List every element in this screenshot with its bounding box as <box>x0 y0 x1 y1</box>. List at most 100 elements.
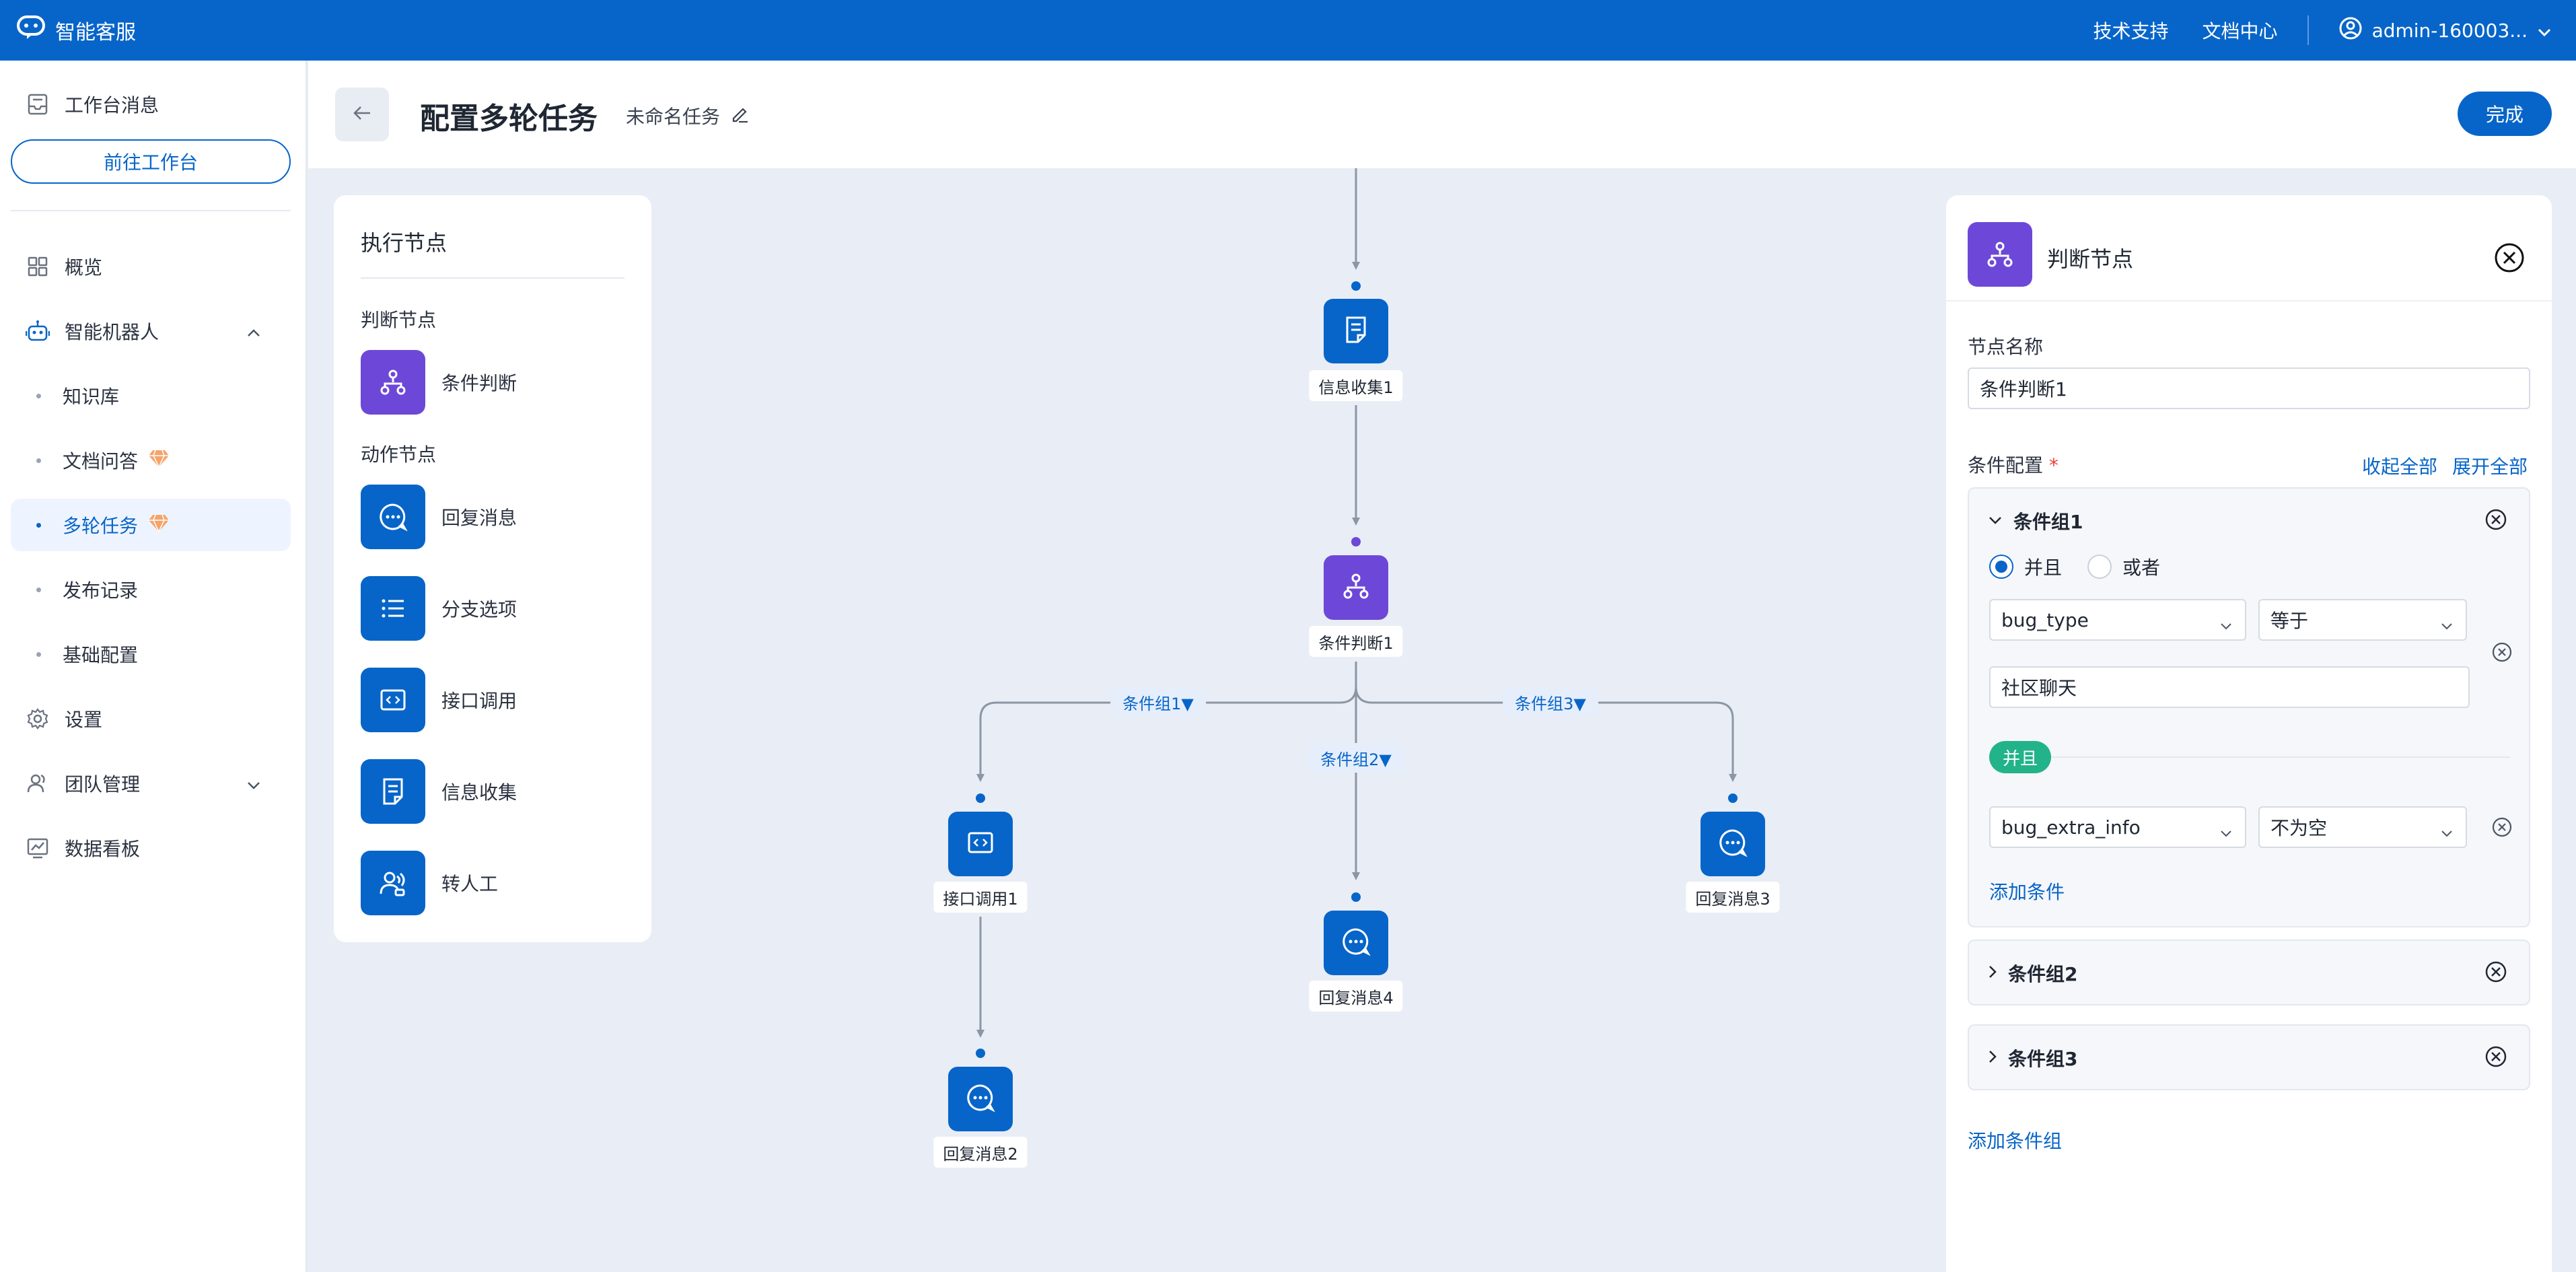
bullet-dot <box>36 587 41 592</box>
remove-group-icon[interactable] <box>2484 960 2507 986</box>
node-port[interactable] <box>1351 892 1361 902</box>
palette-item-info-collect[interactable]: 信息收集 <box>361 759 517 824</box>
chevron-right-icon[interactable] <box>1988 964 1997 982</box>
condition-group-header[interactable]: 条件组2 <box>1969 941 2529 1005</box>
condition-group-1: 条件组1 并且 或者 bug_type 等于 社区聊 <box>1968 487 2530 927</box>
task-name[interactable]: 未命名任务 <box>626 102 750 129</box>
sidebar-item-multi-turn-task[interactable]: 多轮任务 <box>11 499 291 551</box>
edit-icon[interactable] <box>729 104 750 129</box>
docs-center-link[interactable]: 文档中心 <box>2202 20 2278 42</box>
condition-field-select[interactable]: bug_type <box>1989 599 2246 641</box>
edge-label-group3[interactable]: 条件组3▼ <box>1503 687 1598 717</box>
condition-field-select[interactable]: bug_extra_info <box>1989 806 2246 848</box>
branch-tree-icon <box>361 350 425 415</box>
palette-item-api-call[interactable]: 接口调用 <box>361 668 517 732</box>
sidebar-item-doc-qa[interactable]: 文档问答 <box>11 434 291 487</box>
sidebar-item-label: 知识库 <box>63 386 120 408</box>
sidebar-item-settings[interactable]: 设置 <box>11 693 291 745</box>
sidebar-item-release-log[interactable]: 发布记录 <box>11 563 291 616</box>
required-mark: * <box>2048 454 2059 476</box>
palette-item-reply[interactable]: 回复消息 <box>361 485 517 549</box>
sidebar-item-basic-config[interactable]: 基础配置 <box>11 628 291 680</box>
chevron-right-icon[interactable] <box>1988 1049 1997 1067</box>
radio-or[interactable]: 或者 <box>2087 553 2160 580</box>
node-name-input[interactable]: 条件判断1 <box>1968 367 2530 409</box>
node-port[interactable] <box>1728 793 1738 803</box>
remove-group-icon[interactable] <box>2484 508 2507 534</box>
page-title: 配置多轮任务 <box>420 102 598 136</box>
radio-label: 或者 <box>2122 557 2161 579</box>
palette-title: 执行节点 <box>361 230 448 256</box>
node-name-label: 节点名称 <box>1968 336 2044 358</box>
condition-value-input[interactable]: 社区聊天 <box>1989 666 2470 708</box>
condition-group-2[interactable]: 条件组2 <box>1968 940 2530 1005</box>
edge-label-group2[interactable]: 条件组2▼ <box>1308 743 1404 773</box>
sidebar-item-label: 智能机器人 <box>65 321 159 343</box>
radio-circle <box>1989 555 2013 579</box>
bullet-dot <box>36 651 41 657</box>
app-logo[interactable]: 智能客服 <box>16 12 136 48</box>
palette-item-transfer-human[interactable]: 转人工 <box>361 851 498 915</box>
remove-group-icon[interactable] <box>2484 1045 2507 1071</box>
panel-title: 判断节点 <box>2047 246 2134 272</box>
flow-node-api-call[interactable] <box>948 812 1013 876</box>
edge-label-group1[interactable]: 条件组1▼ <box>1110 687 1206 717</box>
sidebar-item-knowledge-base[interactable]: 知识库 <box>11 369 291 422</box>
robot-icon <box>24 318 51 345</box>
flow-node-info-collect[interactable] <box>1324 299 1388 363</box>
goto-workbench-button[interactable]: 前往工作台 <box>11 139 291 184</box>
select-value: 不为空 <box>2270 817 2328 839</box>
remove-condition-icon[interactable] <box>2491 641 2513 666</box>
condition-group-title: 条件组3 <box>2008 1048 2078 1070</box>
palette-item-label: 转人工 <box>441 873 499 895</box>
user-menu[interactable]: admin-160003... <box>2338 16 2552 45</box>
palette-item-condition[interactable]: 条件判断 <box>361 350 517 415</box>
sidebar-item-dashboard[interactable]: 数据看板 <box>11 822 291 874</box>
sidebar-item-smart-robot[interactable]: 智能机器人 <box>11 305 291 357</box>
chevron-down-icon[interactable] <box>1988 515 2003 528</box>
sidebar-item-overview[interactable]: 概览 <box>11 240 291 293</box>
chevron-down-icon <box>2219 614 2233 636</box>
remove-condition-icon[interactable] <box>2491 816 2513 841</box>
bullet-dot <box>36 458 41 463</box>
judge-section-title: 判断节点 <box>361 309 437 331</box>
condition-group-3[interactable]: 条件组3 <box>1968 1024 2530 1090</box>
condition-operator-select[interactable]: 不为空 <box>2258 806 2467 848</box>
node-port[interactable] <box>976 1049 985 1058</box>
sidebar-item-team-management[interactable]: 团队管理 <box>11 757 291 810</box>
condition-config-text: 条件配置 <box>1968 454 2044 476</box>
condition-operator-select[interactable]: 等于 <box>2258 599 2467 641</box>
palette-item-branch-options[interactable]: 分支选项 <box>361 576 517 641</box>
condition-group-header[interactable]: 条件组3 <box>1969 1026 2529 1090</box>
back-button[interactable] <box>335 87 389 141</box>
expand-all-link[interactable]: 展开全部 <box>2452 456 2528 478</box>
flow-node-condition[interactable] <box>1324 555 1388 620</box>
sidebar-item-workbench-msg[interactable]: 工作台消息 <box>11 78 291 131</box>
tech-support-link[interactable]: 技术支持 <box>2093 20 2169 42</box>
radio-and[interactable]: 并且 <box>1989 553 2062 580</box>
flow-node-reply2[interactable] <box>948 1067 1013 1131</box>
chevron-down-icon <box>2440 614 2454 636</box>
node-port[interactable] <box>1351 537 1361 546</box>
user-icon <box>2338 16 2363 45</box>
node-palette: 执行节点 判断节点 条件判断 动作节点 回复消息 分支选项 接口调用 信息收集 <box>334 195 651 942</box>
bullet-dot <box>36 522 41 528</box>
done-button[interactable]: 完成 <box>2458 92 2552 136</box>
collapse-all-link[interactable]: 收起全部 <box>2362 456 2438 478</box>
select-value: bug_type <box>2001 608 2089 631</box>
sidebar-item-label: 数据看板 <box>65 838 141 860</box>
flow-node-reply4[interactable] <box>1324 911 1388 975</box>
node-port[interactable] <box>976 793 985 803</box>
topbar-divider <box>2307 15 2309 45</box>
flow-node-reply3[interactable] <box>1701 812 1765 876</box>
add-condition-link[interactable]: 添加条件 <box>1989 881 2065 903</box>
condition-group-header[interactable]: 条件组1 <box>1969 489 2529 553</box>
close-icon[interactable] <box>2494 242 2525 276</box>
node-label: 接口调用1 <box>933 882 1028 913</box>
branch-tree-icon <box>1968 222 2032 287</box>
add-condition-group-link[interactable]: 添加条件组 <box>1968 1130 2063 1152</box>
node-label: 回复消息3 <box>1686 882 1780 913</box>
node-label: 条件判断1 <box>1309 626 1403 657</box>
node-port[interactable] <box>1351 281 1361 291</box>
